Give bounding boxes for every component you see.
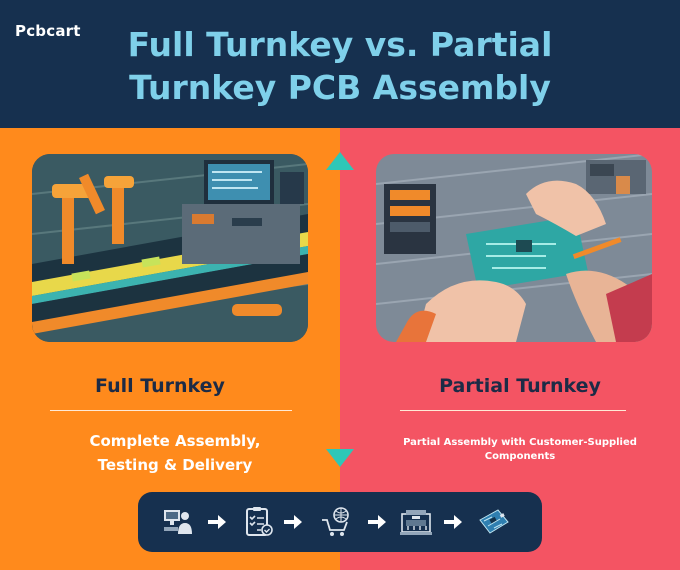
engineer-computer-icon <box>164 510 192 534</box>
arrow-right-icon <box>208 515 226 529</box>
full-turnkey-divider <box>50 410 292 411</box>
header-banner: Pcbcart Full Turnkey vs. Partial Turnkey… <box>0 0 680 128</box>
arrow-up-icon <box>326 152 354 170</box>
full-turnkey-description-line-1: Complete Assembly, <box>89 432 261 450</box>
partial-turnkey-description: Partial Assembly with Customer-Supplied … <box>380 436 660 464</box>
partial-turnkey-heading: Partial Turnkey <box>439 375 601 397</box>
globe-cart-icon <box>322 507 349 536</box>
partial-turnkey-divider <box>400 410 626 411</box>
title-line-1: Full Turnkey vs. Partial <box>127 25 553 64</box>
full-turnkey-heading: Full Turnkey <box>95 375 225 397</box>
process-flow-bar <box>138 492 542 552</box>
arrow-right-icon <box>284 515 302 529</box>
brand-logo[interactable]: Pcbcart <box>15 22 81 40</box>
factory-assembly-illustration <box>32 154 308 342</box>
page-title: Full Turnkey vs. Partial Turnkey PCB Ass… <box>70 23 610 109</box>
arrow-right-icon <box>368 515 386 529</box>
checklist-icon <box>246 507 273 536</box>
partial-turnkey-description-line-1: Partial Assembly with Customer-Supplied <box>403 437 637 448</box>
full-turnkey-description-line-2: Testing & Delivery <box>97 456 253 474</box>
assembly-machine-icon <box>400 510 432 535</box>
circuit-board-icon <box>479 509 509 534</box>
full-turnkey-description: Complete Assembly, Testing & Delivery <box>20 429 330 477</box>
arrow-right-icon <box>444 515 462 529</box>
partial-turnkey-description-line-2: Components <box>484 451 556 462</box>
title-line-2: Turnkey PCB Assembly <box>129 68 551 107</box>
arrow-down-icon <box>326 449 354 467</box>
hands-assembly-illustration <box>376 154 652 342</box>
